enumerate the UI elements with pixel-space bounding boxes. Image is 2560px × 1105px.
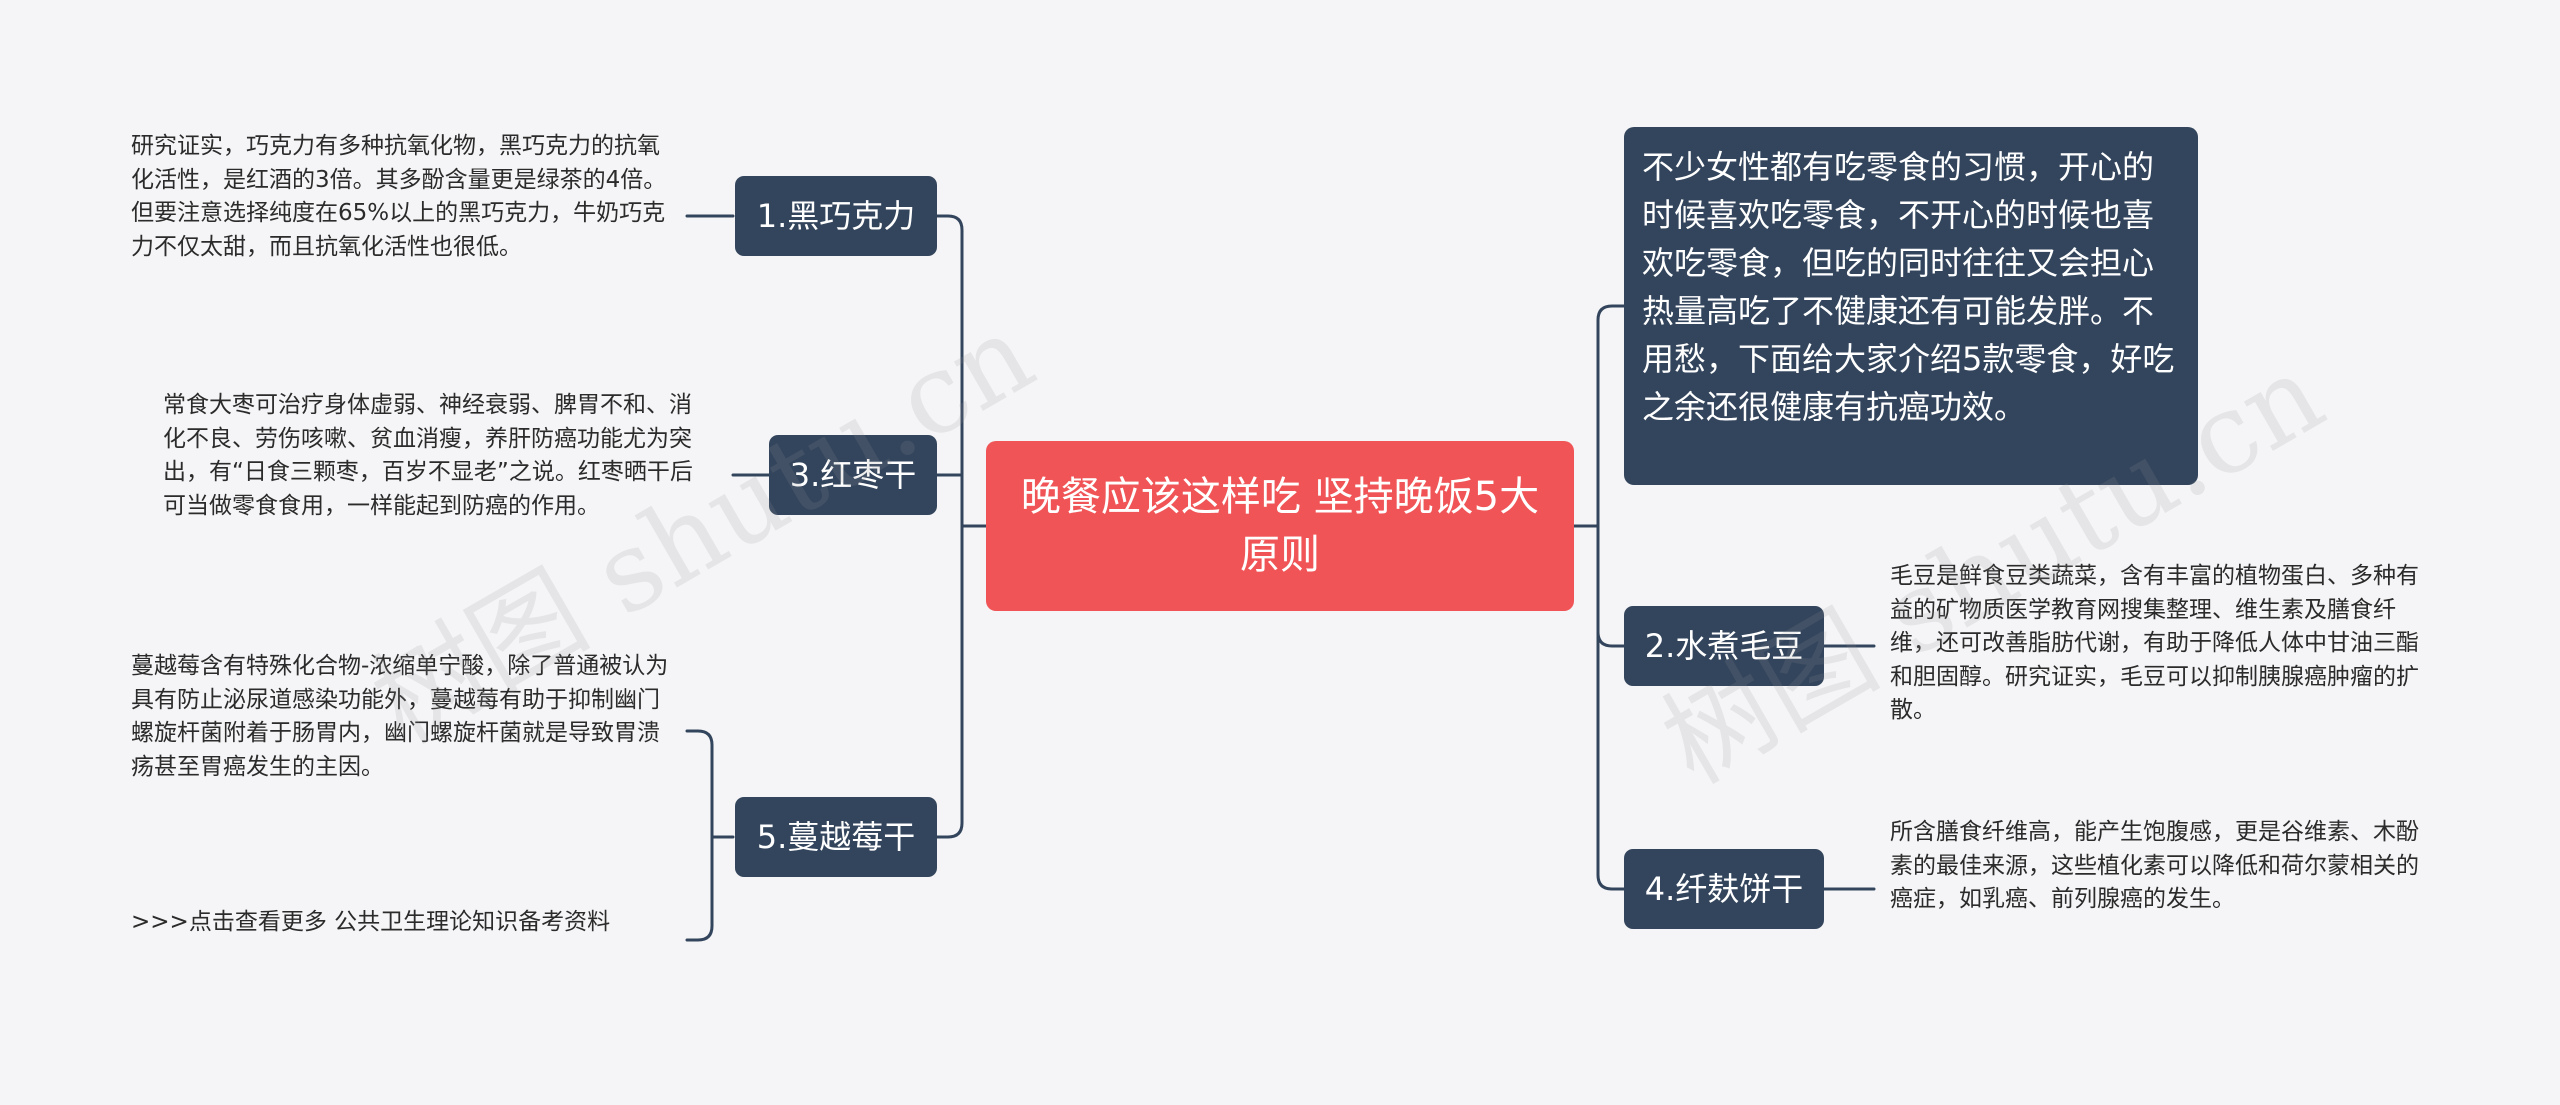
connector-right-spine — [1596, 304, 1626, 891]
connector-b5-spine — [685, 729, 735, 942]
intro-topic[interactable]: 不少女性都有吃零食的习惯，开心的时候喜欢吃零食，不开心的时候也喜欢吃零食，但吃的… — [1624, 127, 2198, 485]
leaf-dried-jujube-text: 常食大枣可治疗身体虚弱、神经衰弱、脾胃不和、消化不良、劳伤咳嗽、贫血消瘦，养肝防… — [163, 392, 693, 519]
branch-dried-cranberry[interactable]: 5.蔓越莓干 — [735, 797, 937, 877]
connector-left-spine — [935, 214, 964, 839]
leaf-dark-chocolate-text: 研究证实，巧克力有多种抗氧化物，黑巧克力的抗氧化活性，是红酒的3倍。其多酚含量更… — [131, 133, 667, 260]
leaf-dried-cranberry-text: 蔓越莓含有特殊化合物-浓缩单宁酸，除了普通被认为具有防止泌尿道感染功能外，蔓越莓… — [131, 653, 669, 780]
leaf-bran-biscuit-text: 所含膳食纤维高，能产生饱腹感，更是谷维素、木酚素的最佳来源，这些植化素可以降低和… — [1890, 819, 2419, 912]
leaf-more-link[interactable]: >>>点击查看更多 公共卫生理论知识备考资料 — [131, 909, 611, 935]
branch-dried-jujube[interactable]: 3.红枣干 — [769, 435, 937, 515]
branch-boiled-edamame[interactable]: 2.水煮毛豆 — [1624, 606, 1824, 686]
leaf-boiled-edamame-text: 毛豆是鲜食豆类蔬菜，含有丰富的植物蛋白、多种有益的矿物质医学教育网搜集整理、维生… — [1890, 563, 2419, 723]
branch-dark-chocolate[interactable]: 1.黑巧克力 — [735, 176, 937, 256]
branch-bran-biscuit[interactable]: 4.纤麸饼干 — [1624, 849, 1824, 929]
central-topic[interactable]: 晚餐应该这样吃 坚持晚饭5大原则 — [986, 441, 1574, 611]
